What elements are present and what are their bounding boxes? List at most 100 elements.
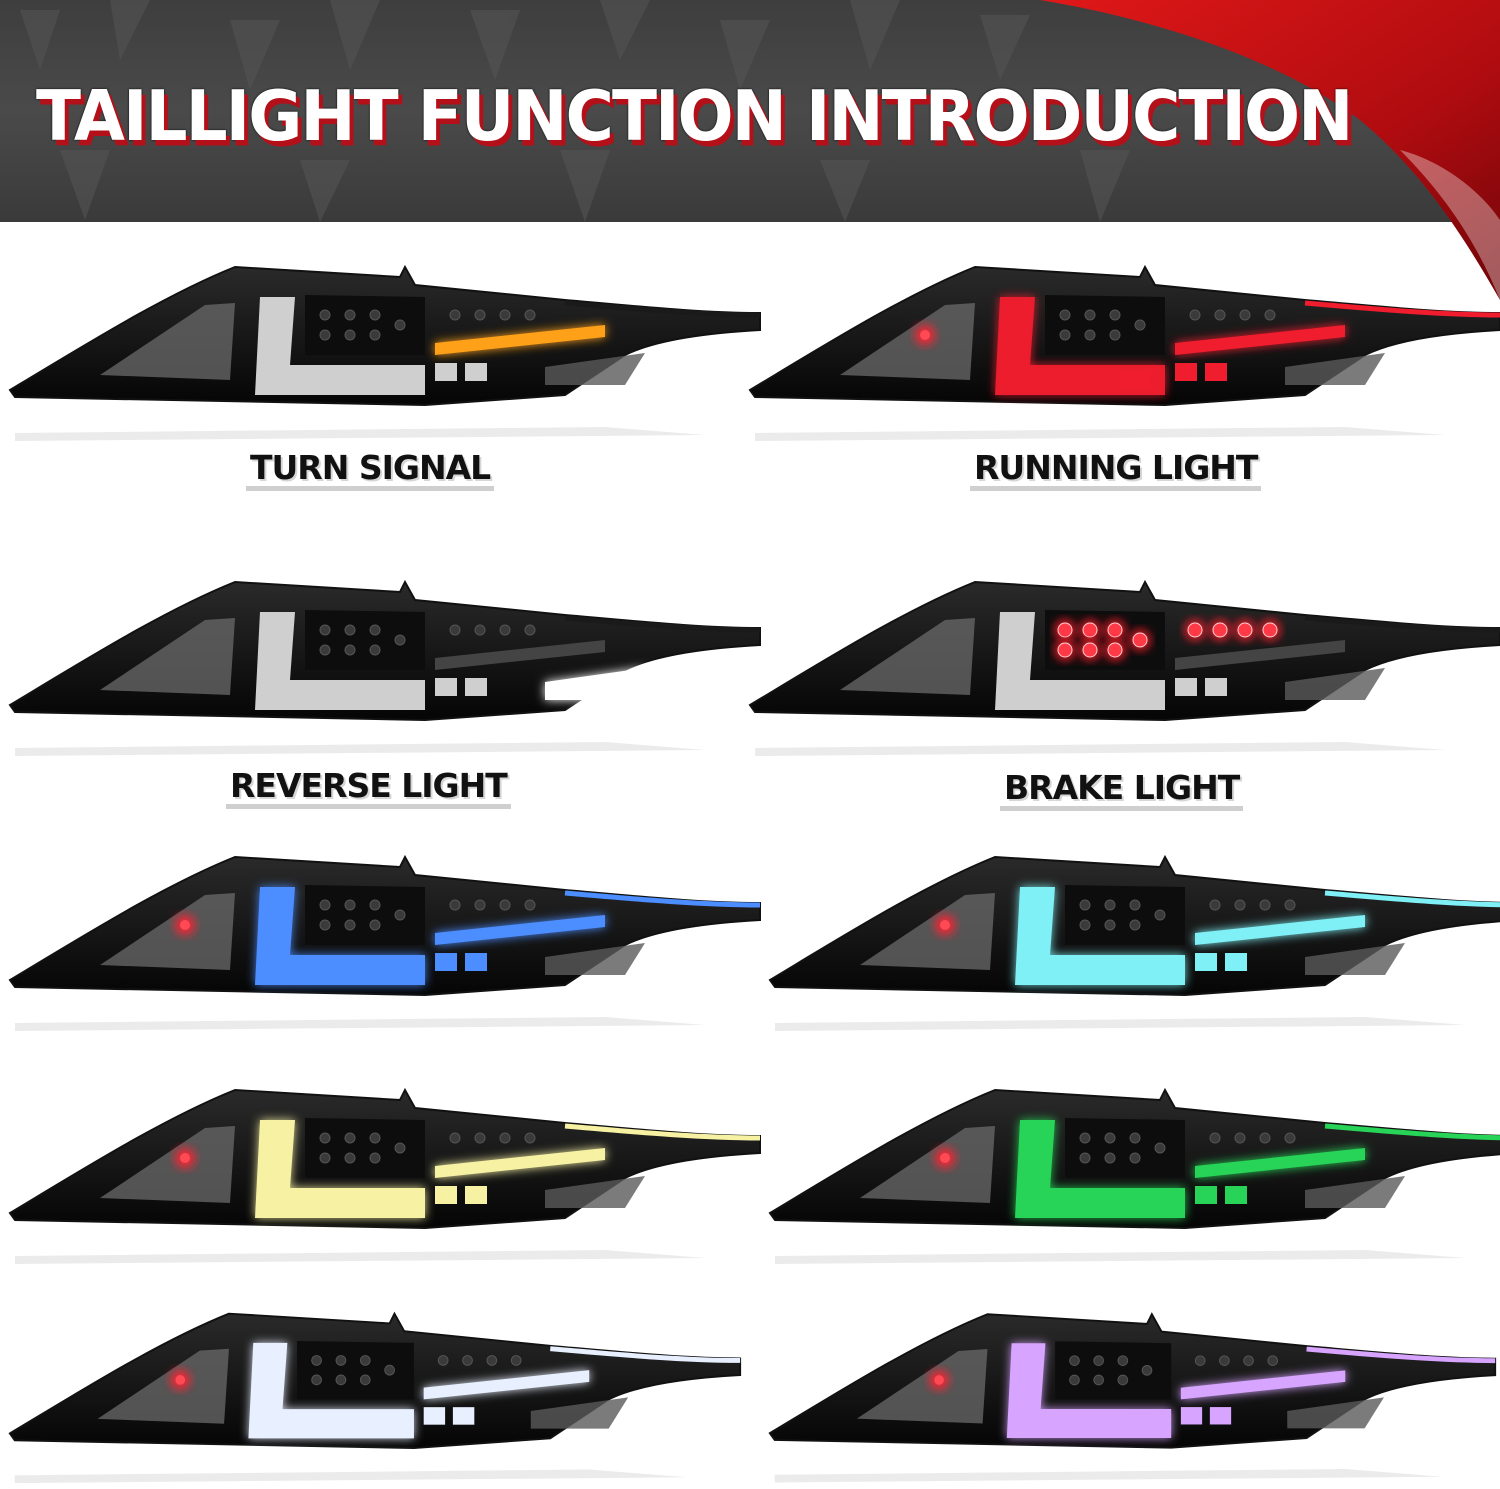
lamp-block [1195,1186,1217,1204]
lamp-left-lens [100,893,235,970]
lamp-left-lens [860,893,995,970]
lamp-left-lens [100,618,235,695]
taillight-image [768,1087,1500,1264]
lamp-block [380,370,410,388]
taillight-image [748,264,1500,441]
lamp-left-lens [100,1126,235,1203]
panel-color-blue [5,845,765,1035]
lamp-strip [435,915,605,945]
lamp-strip [1180,1370,1346,1400]
lamp-block [380,1193,410,1211]
lamp-reverse [545,943,645,975]
lamp-inner-module [1045,610,1165,670]
lamp-reverse [1285,668,1385,700]
lamp-strip [423,1370,590,1400]
lamp-reverse [545,1176,645,1208]
lamp-reflector [940,1153,950,1163]
lamp-edge [1304,300,1500,318]
label-turn-signal: TURN SIGNAL [246,450,495,491]
taillight-image [8,264,761,441]
label-reverse-light: REVERSE LIGHT [226,768,511,809]
panel-color-cyan [765,845,1500,1035]
lamp-inner-module [305,295,425,355]
panel-turn-signal [5,255,765,445]
lamp-block [465,363,487,381]
lamp-left-lens [840,303,975,380]
lamp-left-lens [840,618,975,695]
lamp-block [465,953,487,971]
lamp-block [1140,960,1170,978]
lamp-edge [1324,1123,1500,1141]
lamp-strip [435,1148,605,1178]
panel-color-white [5,1300,765,1489]
taillight-image [8,854,761,1031]
panel-color-green [765,1078,1500,1268]
lamp-inner-module [1065,885,1185,945]
lamp-reverse [1305,943,1405,975]
lamp-strip [1175,640,1345,670]
lamp-edge [1306,1346,1496,1364]
lamp-block [1205,678,1227,696]
label-brake-light: BRAKE LIGHT [1000,770,1244,811]
lamp-edge [564,615,761,633]
lamp-inner-module [305,885,425,945]
lamp-reflector [934,1375,944,1385]
page-title: TAILLIGHT FUNCTION INTRODUCTION [36,76,1353,157]
lamp-reflector [180,920,190,930]
lamp-block [1120,685,1150,703]
lamp-block [435,678,457,696]
lamp-reverse [1287,1397,1384,1429]
lamp-inner-module [305,1118,425,1178]
lamp-left-lens [860,1126,995,1203]
lamp-edge [1304,615,1500,633]
lamp-inner-module [1065,1118,1185,1178]
lamp-block [435,953,457,971]
lamp-strip [1195,915,1365,945]
taillight-image [8,1087,761,1264]
panel-reverse-light [5,570,765,760]
lamp-block [1175,363,1197,381]
lamp-inner-module [1045,295,1165,355]
label-running-light: RUNNING LIGHT [970,450,1262,491]
taillight-image [8,579,761,756]
lamp-reverse [1285,353,1385,385]
lamp-left-lens [100,303,235,380]
lamp-block [1205,363,1227,381]
lamp-strip [435,640,605,670]
taillight-image [768,1312,1497,1483]
lamp-inner-module [305,610,425,670]
lamp-block [1209,1407,1232,1425]
lamp-block [452,1407,475,1425]
lamp-block [1225,953,1247,971]
lamp-reflector [180,1153,190,1163]
lamp-block [423,1407,446,1425]
lamp-left-lens [97,1348,229,1424]
lamp-block [1195,953,1217,971]
taillight-image [8,1311,742,1484]
lamp-reverse [545,353,645,385]
lamp-block [1175,678,1197,696]
lamp-left-lens [856,1349,988,1424]
lamp-block [1127,1413,1157,1432]
panel-color-purple [765,1300,1500,1489]
lamp-strip [1195,1148,1365,1178]
taillight-image [768,854,1500,1031]
lamp-reflector [940,920,950,930]
lamp-block [380,685,410,703]
lamp-edge [550,1346,741,1363]
lamp-block [1180,1407,1203,1425]
header-texture [20,0,1130,222]
lamp-block [1225,1186,1247,1204]
lamp-block [465,1186,487,1204]
lamp-block [435,1186,457,1204]
panel-running-light [745,255,1500,445]
lamp-block [435,363,457,381]
lamp-edge [1324,890,1500,908]
panel-color-yellow [5,1078,765,1268]
lamp-edge [564,300,761,318]
lamp-strip [435,325,605,355]
lamp-strip [1175,325,1345,355]
panel-brake-light [745,570,1500,760]
lamp-reflector [175,1375,186,1385]
lamp-block [380,960,410,978]
